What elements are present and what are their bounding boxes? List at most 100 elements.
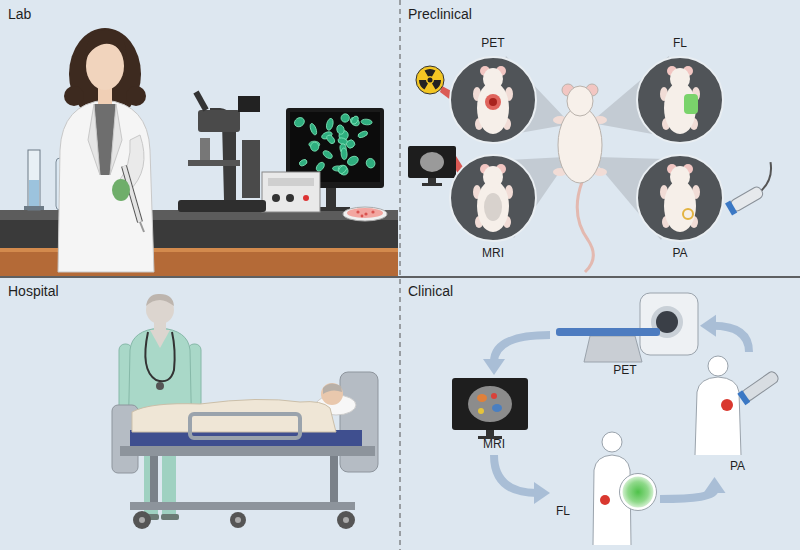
pet-scanner bbox=[556, 328, 660, 336]
fl-patient bbox=[621, 475, 655, 509]
hospital-bed bbox=[120, 446, 375, 456]
mouse-figure bbox=[473, 164, 513, 232]
lab-device bbox=[272, 194, 280, 202]
panel-heading: Preclinical bbox=[408, 6, 472, 22]
arrow-line bbox=[494, 335, 550, 362]
scientist bbox=[64, 86, 84, 106]
mouse-figure bbox=[484, 193, 502, 221]
fl-patient bbox=[602, 432, 622, 452]
cell-image bbox=[339, 112, 351, 124]
pa-patient bbox=[721, 399, 733, 411]
mri-screen-icon bbox=[408, 146, 456, 178]
quadrant-dividers bbox=[400, 0, 401, 550]
imaging-view bbox=[450, 155, 536, 241]
petri-dish bbox=[371, 210, 374, 213]
radiation-icon bbox=[419, 80, 428, 90]
mouse-figure bbox=[660, 66, 700, 134]
scientist bbox=[98, 88, 112, 104]
graduated-cylinder bbox=[24, 150, 44, 210]
cell-image bbox=[365, 157, 376, 169]
cell-image bbox=[345, 138, 356, 149]
hospital-bed bbox=[230, 512, 246, 528]
cycle-arrow bbox=[660, 477, 726, 499]
imaging-view bbox=[447, 54, 539, 146]
arrow-line bbox=[713, 326, 749, 352]
radiation-icon bbox=[428, 78, 433, 83]
petri-dish bbox=[343, 207, 387, 221]
scientist bbox=[112, 179, 130, 201]
mouse bbox=[558, 107, 602, 183]
hospital-bed bbox=[112, 372, 378, 529]
arrow-head bbox=[483, 359, 505, 375]
radiation-icon bbox=[425, 69, 436, 76]
imaging-view bbox=[637, 155, 723, 241]
cell-image bbox=[309, 123, 318, 136]
panel-heading: Lab bbox=[8, 6, 31, 22]
imaging-view bbox=[450, 57, 536, 143]
doctor bbox=[150, 330, 170, 348]
microscope bbox=[198, 110, 240, 132]
hospital-bed bbox=[235, 517, 241, 523]
cell-image bbox=[322, 149, 334, 160]
doctor bbox=[161, 514, 179, 520]
petri-dish bbox=[347, 208, 383, 218]
pa-patient bbox=[695, 377, 741, 455]
modality-label: MRI bbox=[483, 438, 505, 452]
hospital-bed bbox=[340, 372, 378, 472]
microscope bbox=[238, 96, 260, 112]
modality-label: PA bbox=[730, 460, 745, 474]
mri-monitor bbox=[492, 404, 502, 412]
cycle-arrow bbox=[483, 335, 550, 375]
lab-device bbox=[303, 195, 309, 201]
graduated-cylinder bbox=[24, 206, 44, 210]
imaging-view bbox=[637, 57, 723, 143]
petri-dish bbox=[361, 215, 364, 218]
fl-patient bbox=[593, 432, 657, 545]
arrow-line bbox=[494, 455, 537, 493]
microscope bbox=[188, 160, 240, 166]
graduated-cylinder bbox=[29, 180, 39, 209]
cell-image bbox=[325, 134, 336, 145]
imaging-view bbox=[634, 54, 726, 146]
radiation-icon bbox=[416, 66, 444, 94]
petri-dish bbox=[356, 210, 359, 213]
mouse-figure bbox=[483, 68, 503, 90]
cell-image bbox=[349, 116, 361, 128]
cell-image bbox=[293, 116, 306, 129]
pa-patient bbox=[695, 356, 781, 455]
modality-label: MRI bbox=[482, 247, 504, 261]
hospital-bed bbox=[150, 456, 158, 506]
mouse-figure bbox=[684, 94, 698, 114]
cell-image bbox=[357, 130, 368, 139]
mri-monitor bbox=[452, 378, 528, 430]
clinical-modality: PA bbox=[680, 352, 795, 477]
mri-screen-icon bbox=[422, 183, 442, 186]
microscope bbox=[178, 92, 266, 212]
cell-image bbox=[315, 161, 326, 173]
doctor bbox=[145, 332, 174, 381]
scientist bbox=[140, 222, 144, 232]
microscope bbox=[178, 200, 266, 212]
hospital-bed bbox=[330, 456, 338, 506]
modality-label: PET bbox=[613, 364, 636, 378]
panel-region: ClinicalPETMRIFLPA bbox=[400, 277, 800, 550]
arrow-head bbox=[700, 315, 716, 337]
imaging-view bbox=[634, 152, 726, 244]
modality-label: PET bbox=[481, 37, 504, 51]
monitor bbox=[326, 186, 336, 210]
mouse bbox=[577, 182, 593, 272]
pa-patient bbox=[708, 356, 728, 376]
mri-monitor bbox=[491, 393, 497, 399]
pet-scanner bbox=[556, 293, 698, 362]
modality-label: PA bbox=[672, 247, 687, 261]
mri-monitor bbox=[477, 394, 487, 402]
arrow-head bbox=[704, 477, 726, 493]
mri-screen-icon bbox=[428, 178, 436, 183]
clinical-modality: FL bbox=[550, 427, 660, 547]
panel-heading: Hospital bbox=[8, 283, 59, 299]
hospital-bed bbox=[133, 511, 151, 529]
radiation-icon bbox=[432, 80, 441, 90]
pet-scanner bbox=[584, 336, 642, 362]
ultrasound-probe bbox=[751, 162, 780, 190]
